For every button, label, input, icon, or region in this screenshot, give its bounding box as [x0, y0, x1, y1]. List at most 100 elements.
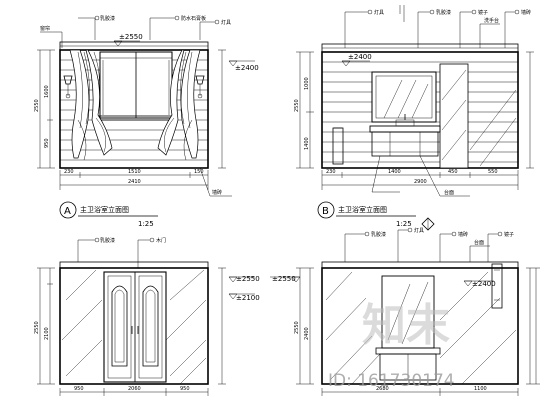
level-c-top: ±2550 — [228, 275, 260, 283]
label-b-letter: B — [322, 206, 329, 217]
dims-d-bottom: 2680 1100 — [321, 386, 519, 396]
watermark-logo: 知末 — [362, 300, 450, 351]
svg-text:1600: 1600 — [44, 85, 50, 98]
svg-text:450: 450 — [448, 169, 458, 175]
callout-a-2: 防水石膏板 — [181, 15, 206, 22]
label-a-circle — [59, 201, 77, 219]
dims-a-vertical: 2550 1600 950 — [34, 49, 226, 169]
elevation-d: 乳胶漆 灯具 墙砖 镜子 台面 ±2550 — [270, 217, 540, 396]
level-d-mid: ±2400 — [463, 280, 496, 288]
callout-a-3: 灯具 — [221, 19, 231, 26]
svg-text:1510: 1510 — [128, 169, 141, 175]
watermark-id: ID: 161730174 — [328, 371, 455, 391]
label-a-letter: A — [64, 206, 71, 217]
svg-text:2400: 2400 — [304, 327, 310, 340]
wall-a — [59, 49, 209, 169]
svg-text:2900: 2900 — [414, 179, 427, 185]
scale-a: 1:25 — [138, 220, 154, 228]
svg-text:墙砖: 墙砖 — [212, 189, 222, 196]
callouts-d: 乳胶漆 灯具 墙砖 镜子 台面 — [344, 217, 514, 262]
svg-text:灯具: 灯具 — [414, 227, 424, 234]
svg-text:2550: 2550 — [34, 99, 40, 112]
elevation-c: 乳胶漆 木门 ±2550 ±2100 — [34, 237, 260, 396]
wall-c — [59, 267, 209, 385]
svg-text:230: 230 — [64, 169, 74, 175]
svg-text:±2550: ±2550 — [119, 33, 143, 41]
svg-text:灯具: 灯具 — [374, 9, 384, 16]
svg-text:950: 950 — [180, 386, 190, 392]
svg-text:±2400: ±2400 — [235, 64, 259, 72]
svg-text:±2550: ±2550 — [236, 275, 260, 283]
elevation-b: 灯具 乳胶漆 镜子 墙砖 洗手台 ±2400 — [294, 5, 534, 228]
svg-text:2550: 2550 — [294, 321, 300, 334]
curtain-left — [69, 49, 113, 161]
title-b: B 主卫浴室立面图 1:25 — [317, 201, 416, 228]
title-a-text: 主卫浴室立面图 — [80, 205, 129, 214]
curtain-right — [157, 49, 201, 161]
svg-text:±2550: ±2550 — [272, 275, 296, 283]
svg-text:2550: 2550 — [294, 99, 300, 112]
svg-text:2680: 2680 — [376, 386, 389, 392]
dims-b-vertical: 2550 1000 1400 — [294, 51, 534, 169]
svg-text:1400: 1400 — [388, 169, 401, 175]
svg-text:230: 230 — [326, 169, 336, 175]
window-a — [95, 51, 177, 121]
dims-c-vertical: 2550 2100 — [34, 267, 226, 385]
label-b-circle — [317, 201, 335, 219]
scale-b: 1:25 — [396, 220, 412, 228]
level-a-right: ±2400 — [228, 60, 259, 72]
svg-text:2100: 2100 — [44, 327, 50, 340]
level-b-top: ±2400 — [341, 53, 372, 67]
svg-text:台面: 台面 — [444, 189, 454, 196]
hatch-d — [325, 271, 517, 385]
svg-text:镜子: 镜子 — [478, 9, 488, 16]
towel-rail-d — [491, 263, 503, 309]
svg-text:洗手台: 洗手台 — [484, 17, 499, 24]
wall-lamp-left — [63, 75, 73, 99]
callout-a-1: 乳胶漆 — [100, 15, 115, 22]
callouts-a: 乳胶漆 防水石膏板 灯具 窗帘 — [40, 15, 231, 48]
callouts-b: 灯具 乳胶漆 镜子 墙砖 洗手台 — [344, 5, 531, 48]
level-a-top: ±2550 — [113, 33, 143, 47]
watermark: 知末 ID: 161730174 — [328, 300, 455, 391]
mirror-b — [371, 71, 437, 123]
svg-text:乳胶漆: 乳胶漆 — [371, 231, 386, 238]
elevation-a: 乳胶漆 防水石膏板 灯具 窗帘 ±2550 ±2400 — [34, 15, 259, 228]
svg-text:乳胶漆: 乳胶漆 — [436, 9, 451, 16]
wall-d — [321, 267, 519, 385]
callouts-c: 乳胶漆 木门 — [77, 237, 166, 268]
svg-text:木门: 木门 — [156, 237, 166, 244]
svg-text:±2400: ±2400 — [472, 280, 496, 288]
callout-a-4: 窗帘 — [40, 25, 50, 32]
dims-d-vertical: 2550 2400 — [294, 267, 540, 385]
mirror-d — [375, 275, 441, 381]
svg-text:1400: 1400 — [304, 137, 310, 150]
svg-text:2060: 2060 — [128, 386, 141, 392]
svg-text:950: 950 — [74, 386, 84, 392]
wall-lamp-right — [195, 75, 205, 99]
svg-text:台面: 台面 — [474, 239, 484, 246]
svg-text:±2400: ±2400 — [348, 53, 372, 61]
svg-text:2550: 2550 — [34, 321, 40, 334]
title-b-text: 主卫浴室立面图 — [338, 205, 387, 214]
svg-text:150: 150 — [194, 169, 204, 175]
dims-c-bottom: 950 2060 950 — [59, 386, 209, 396]
wall-b — [321, 51, 519, 169]
glass-partition-b — [439, 63, 517, 169]
level-c-mid: ±2100 — [228, 293, 260, 302]
dims-a-bottom: 230 1510 150 2410 墙砖 — [59, 167, 232, 197]
svg-text:1000: 1000 — [304, 77, 310, 90]
vanity-b — [332, 114, 441, 165]
svg-text:墙砖: 墙砖 — [458, 231, 468, 238]
svg-text:550: 550 — [488, 169, 498, 175]
svg-text:镜子: 镜子 — [504, 231, 514, 238]
svg-text:墙砖: 墙砖 — [521, 9, 531, 16]
svg-text:950: 950 — [44, 138, 50, 148]
door-c — [103, 271, 167, 383]
svg-text:1100: 1100 — [474, 386, 487, 392]
svg-text:±2100: ±2100 — [236, 294, 260, 302]
title-a: A 主卫浴室立面图 1:25 — [59, 201, 158, 228]
hatch-c — [61, 269, 207, 385]
